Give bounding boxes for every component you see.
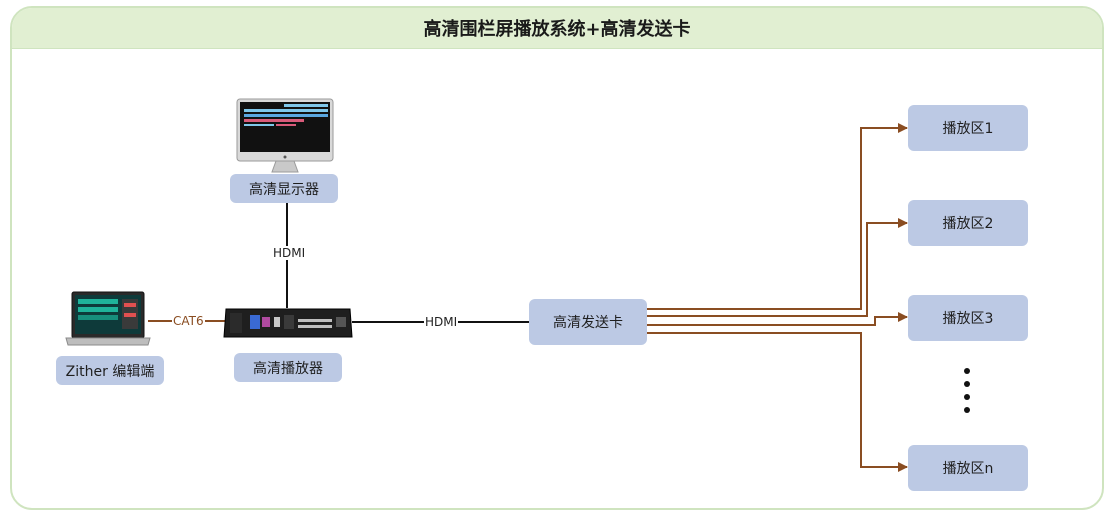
- zone-3-label: 播放区3: [908, 295, 1028, 341]
- hdmi-label-vertical: HDMI: [272, 246, 307, 260]
- player-label: 高清播放器: [234, 353, 342, 382]
- zone-2-label: 播放区2: [908, 200, 1028, 246]
- zone-1-label: 播放区1: [908, 105, 1028, 151]
- monitor-label: 高清显示器: [230, 174, 338, 203]
- ellipsis-dot: [964, 381, 970, 387]
- diagram-frame: 高清围栏屏播放系统+高清发送卡: [10, 6, 1104, 510]
- ellipsis-dot: [964, 407, 970, 413]
- hdmi-label-horizontal: HDMI: [424, 315, 459, 329]
- ellipsis-dot: [964, 394, 970, 400]
- sender-label: 高清发送卡: [529, 299, 647, 345]
- cat6-label: CAT6: [172, 314, 205, 328]
- laptop-icon: [64, 291, 152, 353]
- monitor-icon: [236, 98, 334, 180]
- player-icon: [222, 305, 354, 345]
- zone-n-label: 播放区n: [908, 445, 1028, 491]
- editor-label: Zither 编辑端: [56, 356, 164, 385]
- diagram-title: 高清围栏屏播放系统+高清发送卡: [12, 8, 1102, 49]
- ellipsis-dot: [964, 368, 970, 374]
